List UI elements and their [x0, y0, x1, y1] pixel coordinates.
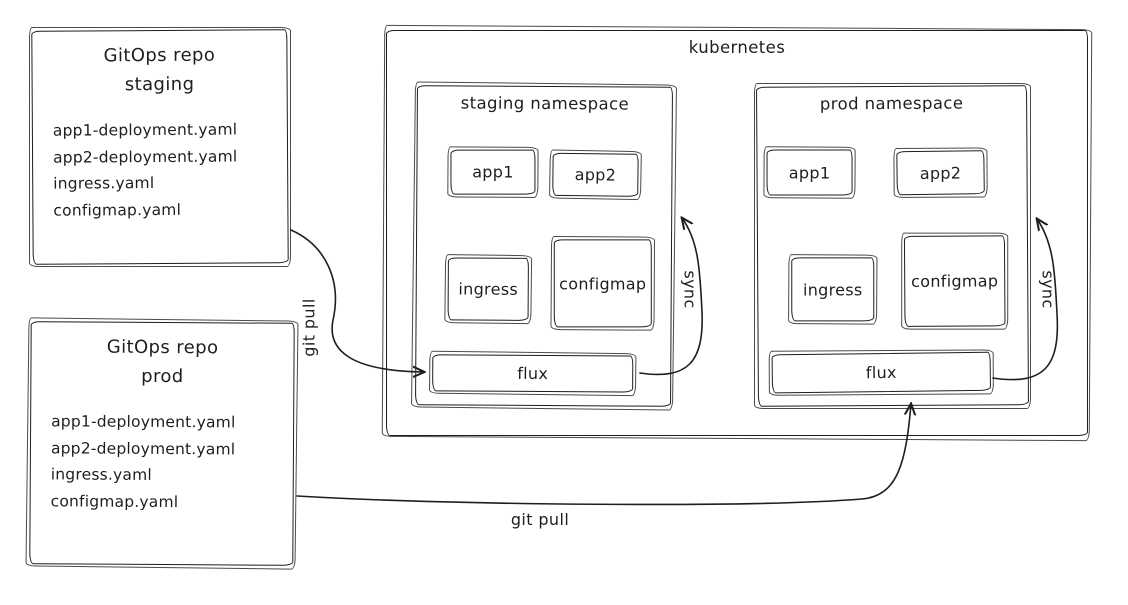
- file-item: ingress.yaml: [50, 465, 152, 484]
- file-item: configmap.yaml: [50, 491, 179, 511]
- repo-staging-title: GitOps repo staging: [32, 40, 286, 100]
- kubernetes-box: kubernetes staging namespace app1 app2 i…: [386, 30, 1088, 436]
- node-ingress-staging-label: ingress: [458, 279, 519, 299]
- file-item: app2-deployment.yaml: [53, 147, 238, 167]
- repo-staging-subtitle: staging: [124, 73, 195, 96]
- node-ingress-staging: ingress: [447, 257, 529, 321]
- repo-prod-title-line: GitOps repo: [106, 336, 219, 359]
- node-app2-staging-label: app2: [574, 165, 617, 185]
- node-app2-staging: app2: [552, 152, 639, 197]
- node-app1-prod-label: app1: [788, 163, 831, 183]
- node-app2-prod-label: app2: [919, 162, 962, 183]
- staging-namespace-label: staging namespace: [460, 93, 630, 114]
- file-item: ingress.yaml: [53, 174, 155, 193]
- node-ingress-prod: ingress: [791, 257, 875, 322]
- file-item: app1-deployment.yaml: [52, 120, 238, 140]
- node-flux-staging-label: flux: [517, 363, 549, 384]
- node-configmap-prod: configmap: [903, 235, 1006, 327]
- node-configmap-staging-label: configmap: [559, 273, 647, 293]
- node-app1-staging-label: app1: [472, 162, 514, 182]
- repo-box-prod: GitOps repo prod app1-deployment.yaml ap…: [29, 321, 295, 566]
- namespace-box-prod: prod namespace app1 app2 ingress configm…: [756, 85, 1029, 407]
- node-app2-prod: app2: [896, 150, 985, 196]
- repo-prod-title: GitOps repo prod: [31, 332, 293, 392]
- repo-staging-file-list: app1-deployment.yaml app2-deployment.yam…: [33, 116, 288, 224]
- repo-prod-file-list: app1-deployment.yaml app2-deployment.yam…: [31, 408, 294, 516]
- node-app1-prod: app1: [766, 149, 853, 196]
- node-flux-staging: flux: [432, 354, 634, 393]
- sync-label-prod: sync: [1038, 270, 1058, 309]
- git-pull-label-prod: git pull: [510, 510, 570, 529]
- file-item: app1-deployment.yaml: [51, 412, 236, 432]
- repo-box-staging: GitOps repo staging app1-deployment.yaml…: [31, 29, 289, 265]
- node-ingress-prod-label: ingress: [802, 279, 863, 299]
- node-flux-prod: flux: [771, 351, 992, 394]
- file-item: app2-deployment.yaml: [50, 438, 236, 458]
- repo-prod-subtitle: prod: [141, 365, 184, 388]
- node-configmap-staging: configmap: [553, 239, 652, 328]
- prod-namespace-label: prod namespace: [819, 93, 964, 114]
- namespace-box-staging: staging namespace app1 app2 ingress conf…: [415, 85, 673, 407]
- kubernetes-label: kubernetes: [688, 38, 786, 57]
- repo-staging-title-line: GitOps repo: [103, 44, 216, 67]
- sync-label-staging: sync: [680, 270, 700, 309]
- git-pull-label-staging: git pull: [299, 298, 319, 357]
- node-flux-prod-label: flux: [865, 362, 897, 383]
- node-configmap-prod-label: configmap: [911, 271, 999, 291]
- file-item: configmap.yaml: [53, 200, 182, 220]
- node-app1-staging: app1: [450, 149, 536, 195]
